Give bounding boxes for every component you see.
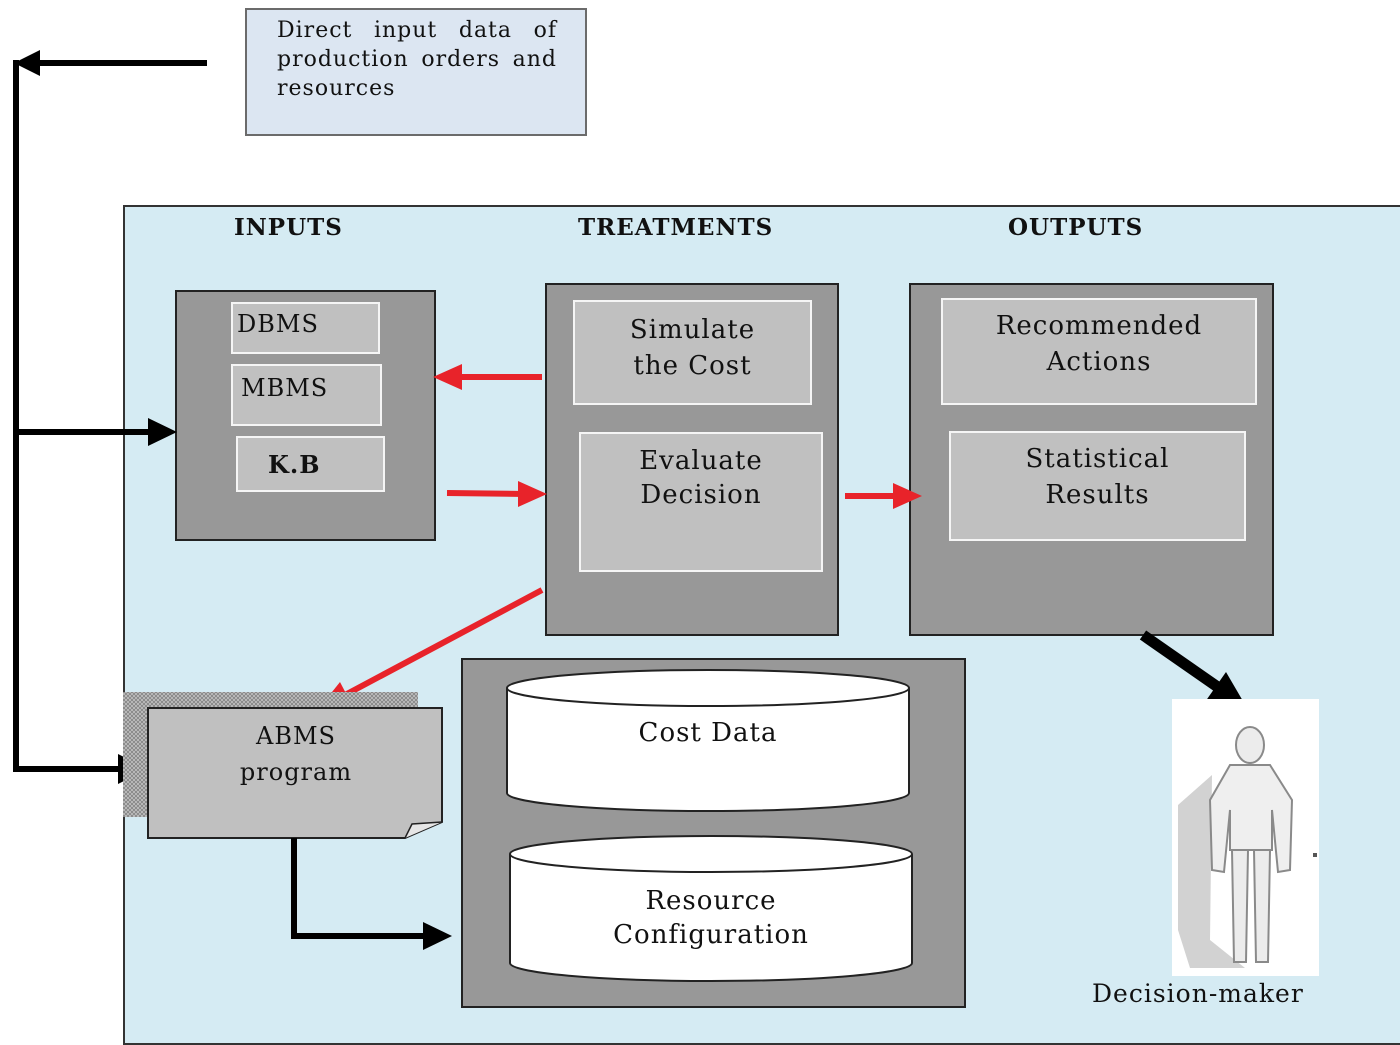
abms-line1: ABMS: [256, 722, 336, 750]
simulate-line1: Simulate: [629, 315, 756, 345]
evaluate-line2: Decision: [640, 480, 762, 510]
cost-data-cylinder: [506, 669, 910, 812]
dbms-box: DBMS: [231, 302, 380, 354]
statistical-line2: Results: [1045, 480, 1150, 510]
statistical-results-box: Statistical Results: [949, 431, 1246, 541]
resource-line1: Resource: [645, 886, 777, 916]
direct-input-text: Direct input data of production orders a…: [277, 18, 557, 101]
kb-label: K.B: [268, 450, 321, 479]
direct-input-note: Direct input data of production orders a…: [245, 8, 587, 136]
evaluate-line1: Evaluate: [639, 446, 763, 476]
mbms-box: MBMS: [231, 364, 382, 426]
decision-maker-figure: [1172, 699, 1319, 976]
treatments-header: TREATMENTS: [578, 214, 774, 241]
resource-config-label: Resource Configuration: [510, 884, 912, 952]
mbms-label: MBMS: [241, 374, 329, 402]
recommended-line1: Recommended: [995, 311, 1203, 341]
evaluate-decision-box: Evaluate Decision: [579, 432, 823, 572]
abms-document: [123, 692, 443, 839]
kb-box: K.B: [236, 436, 385, 492]
recommended-line2: Actions: [1046, 347, 1152, 377]
abms-to-database-arrow: [291, 838, 452, 950]
resource-config-cylinder: [509, 835, 913, 982]
red-arrows: [320, 364, 922, 707]
recommended-actions-box: Recommended Actions: [941, 298, 1257, 405]
statistical-line1: Statistical: [1025, 444, 1170, 474]
abms-label: ABMS program: [150, 718, 442, 790]
decision-maker-label: Decision-maker: [1092, 979, 1304, 1008]
decision-arrow: [1139, 630, 1247, 708]
dbms-label: DBMS: [237, 310, 319, 338]
outputs-header: OUTPUTS: [1008, 214, 1144, 241]
abms-line2: program: [239, 758, 353, 786]
simulate-cost-box: Simulate the Cost: [573, 300, 812, 405]
simulate-line2: the Cost: [633, 351, 752, 381]
inputs-header: INPUTS: [234, 214, 343, 241]
cost-data-label: Cost Data: [638, 718, 778, 748]
feedback-connector: [13, 50, 207, 784]
resource-line2: Configuration: [613, 920, 809, 950]
